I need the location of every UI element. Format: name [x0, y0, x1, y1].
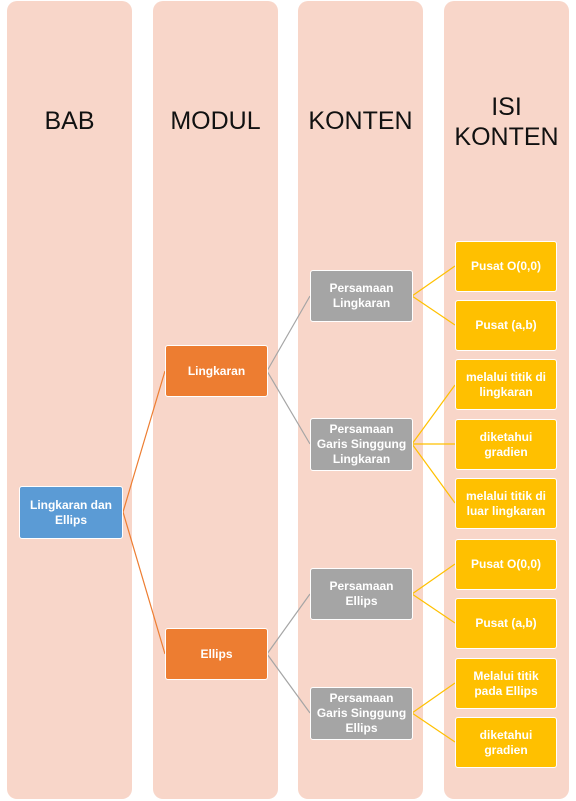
node-isi-pusat-ab[interactable]: Pusat (a,b) [455, 300, 557, 351]
node-konten-persamaan-ellips[interactable]: Persamaan Ellips [310, 568, 413, 620]
node-label-line: Ellips [200, 646, 233, 661]
column-bab: BAB [7, 1, 132, 799]
node-label-line: diketahui [479, 429, 533, 444]
connector-lingkaran-garis-singgung [266, 370, 311, 445]
node-label-line: Lingkaran [187, 363, 246, 378]
node-isi-diketahui-gradien-ellips[interactable]: diketahui gradien [455, 717, 557, 768]
column-title-isi-konten: ISI KONTEN [444, 92, 569, 152]
column-title-line: KONTEN [308, 107, 413, 135]
column-konten: KONTEN [298, 1, 423, 799]
node-label-line: pada Ellips [474, 683, 538, 698]
column-title-bab: BAB [7, 106, 132, 136]
node-label-line: gradien [484, 742, 528, 757]
node-isi-diketahui-gradien[interactable]: diketahui gradien [455, 419, 557, 470]
connector-lingkaran-persamaan [266, 295, 311, 372]
node-label-line: gradien [484, 444, 528, 459]
node-label-line: luar lingkaran [466, 503, 546, 518]
node-isi-pusat-ab-ellips[interactable]: Pusat (a,b) [455, 598, 557, 649]
node-label-line: Pusat O(0,0) [470, 557, 542, 571]
node-label-line: Persamaan [329, 281, 394, 295]
connector-ellips-persamaan [266, 593, 311, 655]
node-konten-garis-singgung-ellips[interactable]: Persamaan Garis Singgung Ellips [310, 687, 413, 740]
node-label-line: diketahui [479, 727, 533, 742]
node-label-line: Lingkaran [332, 452, 391, 466]
node-label-line: Pusat (a,b) [475, 616, 537, 630]
node-label-line: Melalui titik [473, 668, 539, 683]
node-label-line: Persamaan [329, 579, 394, 593]
connector [411, 593, 456, 624]
node-isi-pusat-o-ellips[interactable]: Pusat O(0,0) [455, 539, 557, 590]
connector-bab-ellips [122, 511, 166, 655]
node-label-line: Lingkaran dan [29, 497, 112, 512]
connector [411, 295, 456, 326]
connector [411, 712, 456, 743]
connector [411, 682, 456, 714]
node-isi-melalui-titik-pada-ellips[interactable]: Melalui titik pada Ellips [455, 658, 557, 709]
connector [411, 265, 456, 297]
node-label-line: Persamaan [329, 691, 394, 705]
node-isi-melalui-titik-luar-lingkaran[interactable]: melalui titik di luar lingkaran [455, 478, 557, 529]
connector [411, 384, 456, 445]
node-label-line: Garis Singgung [316, 437, 407, 451]
connector [411, 563, 456, 595]
column-title-line: ISI [491, 93, 522, 121]
node-label-line: Garis Singgung [316, 706, 407, 720]
column-title-konten: KONTEN [298, 106, 423, 136]
node-isi-melalui-titik-di-lingkaran[interactable]: melalui titik di lingkaran [455, 359, 557, 410]
node-label-line: melalui titik di [465, 488, 546, 503]
node-label-line: Ellips [345, 721, 378, 735]
node-label-line: Ellips [54, 512, 87, 527]
column-title-line: BAB [44, 107, 95, 135]
connector-bab-lingkaran [122, 370, 166, 513]
column-title-line: KONTEN [454, 123, 559, 151]
node-modul-ellips[interactable]: Ellips [165, 628, 268, 680]
node-konten-persamaan-lingkaran[interactable]: Persamaan Lingkaran [310, 270, 413, 322]
node-label-line: Pusat (a,b) [475, 318, 537, 332]
column-title-line: MODUL [170, 107, 261, 135]
node-bab[interactable]: Lingkaran dan Ellips [19, 486, 123, 539]
column-title-modul: MODUL [153, 106, 278, 136]
node-label-line: Pusat O(0,0) [470, 259, 542, 273]
node-label-line: Ellips [345, 594, 378, 608]
connector-ellips-garis-singgung [266, 653, 311, 714]
node-label-line: Lingkaran [332, 296, 391, 310]
node-modul-lingkaran[interactable]: Lingkaran [165, 345, 268, 397]
node-isi-pusat-o[interactable]: Pusat O(0,0) [455, 241, 557, 292]
node-label-line: melalui titik di [465, 369, 546, 384]
node-konten-garis-singgung-lingkaran[interactable]: Persamaan Garis Singgung Lingkaran [310, 418, 413, 471]
node-label-line: Persamaan [329, 422, 394, 436]
node-label-line: lingkaran [479, 384, 533, 399]
connector [411, 443, 456, 504]
